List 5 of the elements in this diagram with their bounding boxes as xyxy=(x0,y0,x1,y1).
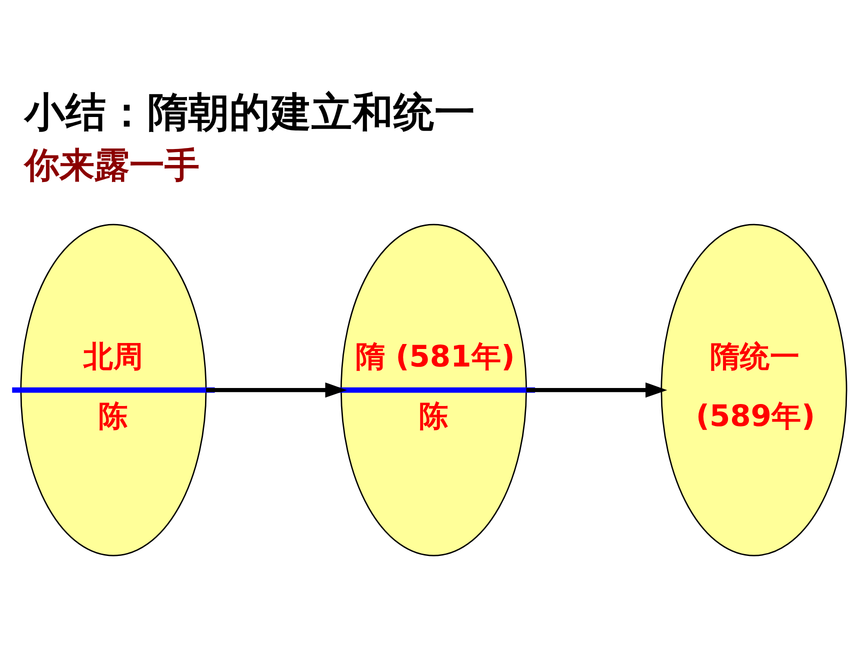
diagram-title: 小结：隋朝的建立和统一 xyxy=(24,88,476,136)
arrow xyxy=(526,382,668,398)
node-ellipse: 隋统一 (589年) xyxy=(660,224,848,556)
arrow xyxy=(206,382,347,398)
label: 你来露一手 xyxy=(24,144,200,186)
